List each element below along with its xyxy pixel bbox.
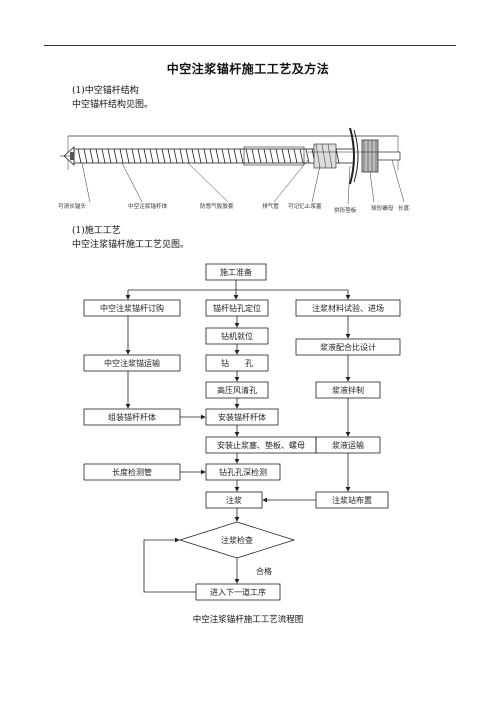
flow-transport-text: 中空注浆锚运输 (104, 358, 160, 368)
anchor-head-icon (60, 146, 75, 166)
label-vent-pipe: 排气管 (262, 202, 279, 210)
flow-start-text: 施工准备 (220, 267, 252, 277)
flow-assemble-text: 组装锚杆杆体 (108, 412, 156, 422)
flow-drill-text: 钻 孔 (221, 358, 253, 368)
thread-pattern (77, 148, 340, 164)
flow-grout-text: 注浆 (226, 495, 242, 505)
flow-material-text: 注浆材料试验、进场 (312, 303, 384, 313)
section2-heading: (1)施工工艺 (72, 226, 121, 236)
construction-flowchart: 施工准备 中空注浆锚杆订购 中空注浆锚运输 组装锚杆杆体 长度检测管 锚杆钻孔定… (83, 263, 401, 601)
flow-rig-text: 钻机就位 (221, 331, 253, 341)
flow-station-text: 注浆站布置 (332, 495, 372, 505)
section2-text: 中空注浆锚杆施工工艺见图。 (72, 240, 190, 250)
arch-plate-icon (349, 127, 359, 185)
flow-clean-text: 高压风清孔 (217, 385, 257, 395)
flow-fit-text: 安装止浆塞、垫板、螺母 (217, 440, 305, 450)
flow-mix-text: 浆液配合比设计 (320, 342, 376, 352)
box-depth (205, 463, 281, 481)
flow-pass-text: 合格 (256, 566, 272, 576)
label-bar-body: 中空注浆锚杆体 (128, 202, 168, 210)
ball-nut-icon (361, 139, 379, 173)
header-rule (44, 45, 456, 46)
flow-check-text: 注浆检查 (221, 535, 253, 545)
flow-depth-text: 钻孔孔深检测 (219, 467, 267, 477)
flow-mixing-text: 浆液拌制 (332, 385, 364, 395)
flow-locate-text: 锚杆钻孔定位 (213, 303, 261, 313)
flowchart-caption: 中空注浆锚杆施工工艺流程图 (192, 615, 304, 625)
section1-heading: (1)中空锚杆结构 (72, 86, 139, 96)
flow-length-pipe-text: 长度检测管 (112, 467, 152, 477)
flow-install-text: 安装锚杆杆体 (218, 412, 266, 422)
label-stop-plug: 可记忆止浆塞 (288, 202, 322, 210)
label-plate: 拱形垫板 (334, 206, 357, 214)
stop-plug-icon (313, 143, 337, 169)
page-title: 中空注浆锚杆施工工艺及方法 (166, 62, 330, 76)
label-nut: 球形螺母 (371, 204, 394, 212)
flow-next-text: 进入下一道工序 (210, 587, 266, 597)
section1-text: 中空锚杆结构见图。 (72, 100, 154, 110)
box-order (83, 299, 181, 317)
flow-slurry-transport-text: 浆液运输 (332, 440, 364, 450)
label-measure-head: 可测长锚头 (58, 202, 86, 210)
box-grout (205, 491, 263, 509)
box-install (205, 408, 279, 426)
box-transport (83, 354, 181, 372)
flow-order-text: 中空注浆锚杆订购 (100, 303, 164, 313)
anchor-structure-diagram: 可测长锚头 中空注浆锚杆体 防憋气胶胶套 排气管 可记忆止浆塞 拱形垫板 球形螺… (58, 127, 410, 214)
label-length-pipe: 长度检测管 (398, 204, 410, 212)
label-anti-slurry: 防憋气胶胶套 (200, 202, 234, 210)
